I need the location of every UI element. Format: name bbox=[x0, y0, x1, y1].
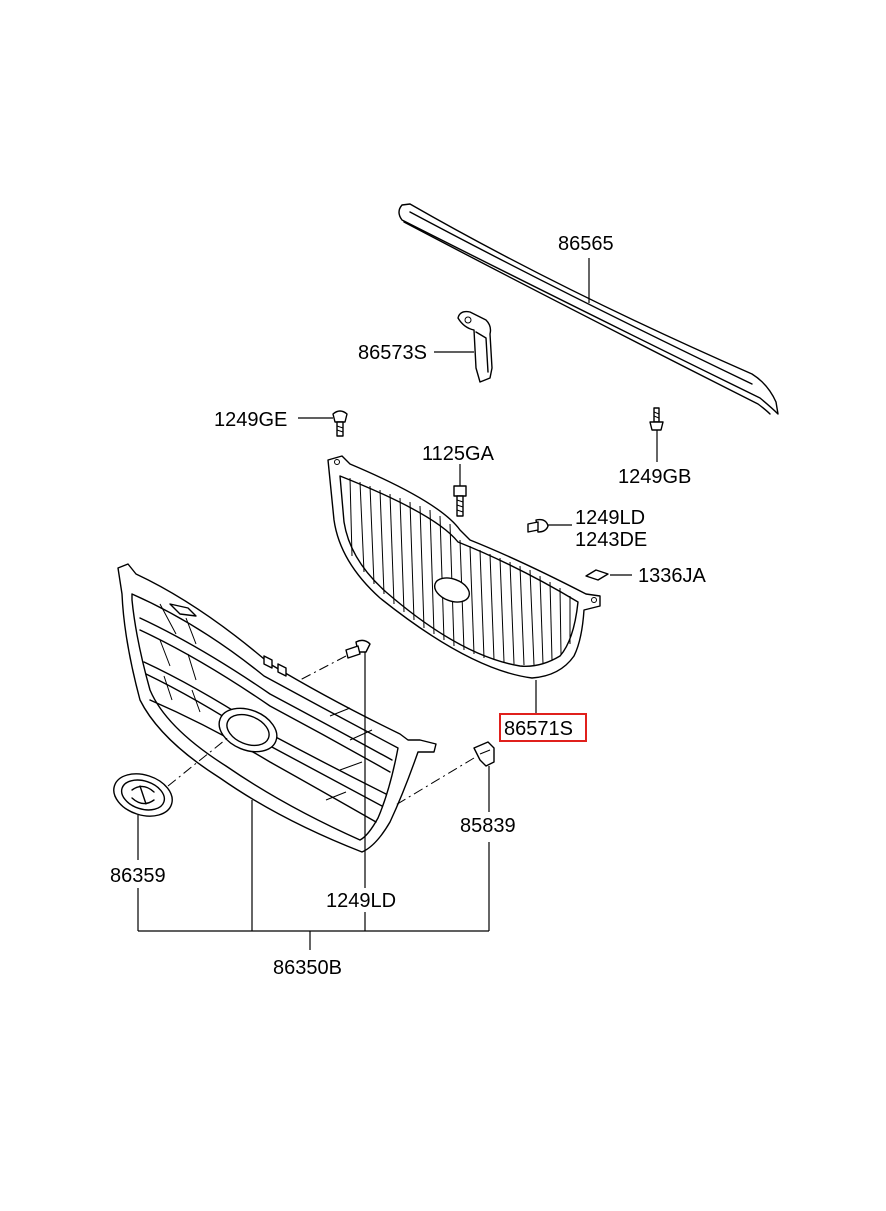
label-86565: 86565 bbox=[558, 233, 614, 255]
bolt-1125ga-icon bbox=[453, 485, 467, 517]
assembly-line-screw bbox=[299, 655, 347, 681]
screw-1249ld-bottom-icon bbox=[345, 639, 371, 659]
label-86573s: 86573S bbox=[358, 342, 427, 364]
highlight-box-86571s bbox=[499, 713, 587, 742]
label-86359: 86359 bbox=[110, 865, 166, 887]
label-1243de: 1243DE bbox=[575, 529, 647, 551]
label-1249ge: 1249GE bbox=[214, 409, 287, 431]
screw-1249ge-icon bbox=[332, 410, 348, 437]
label-1249ld-bottom: 1249LD bbox=[326, 890, 396, 912]
label-85839: 85839 bbox=[460, 815, 516, 837]
label-1249ld-top: 1249LD bbox=[575, 507, 645, 529]
screw-1249ld-top-icon bbox=[527, 518, 549, 533]
label-1336ja: 1336JA bbox=[638, 565, 706, 587]
label-1249gb: 1249GB bbox=[618, 466, 691, 488]
label-1125ga: 1125GA bbox=[422, 443, 495, 465]
screw-1249gb-icon bbox=[649, 407, 664, 431]
assembly-line-clip bbox=[393, 757, 475, 807]
pad-1336ja-icon bbox=[585, 569, 609, 581]
emblem-86359-icon bbox=[113, 773, 173, 817]
clip-85839-icon bbox=[473, 741, 495, 767]
assembly-bracket-86350b bbox=[137, 800, 490, 950]
assembly-line-emblem bbox=[167, 735, 231, 787]
molding-strip-86565 bbox=[398, 203, 779, 415]
label-86571s[interactable]: 86571S bbox=[504, 718, 573, 740]
label-86350b: 86350B bbox=[273, 957, 342, 979]
bracket-86573s bbox=[457, 310, 493, 383]
radiator-grille-86350b bbox=[117, 563, 437, 853]
inner-grille-86571s bbox=[327, 455, 601, 679]
